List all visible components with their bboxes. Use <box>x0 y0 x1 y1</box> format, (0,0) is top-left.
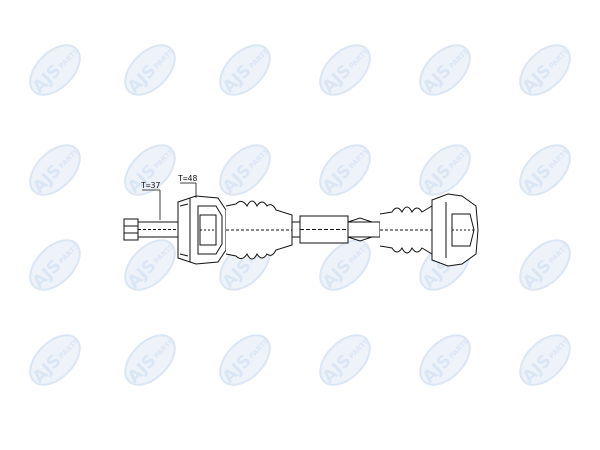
drive-shaft-drawing <box>123 182 479 267</box>
dimension-leaders <box>142 182 197 220</box>
inner-boot <box>379 205 433 255</box>
inner-cv-joint <box>431 193 479 267</box>
inner-spline-label: T=48 <box>178 174 197 183</box>
intermediate-shaft <box>291 215 381 244</box>
outer-cv-joint <box>177 195 227 265</box>
outer-boot <box>225 200 293 260</box>
outer-spline-label: T=37 <box>141 181 160 190</box>
outer-spline-stub <box>123 218 179 241</box>
